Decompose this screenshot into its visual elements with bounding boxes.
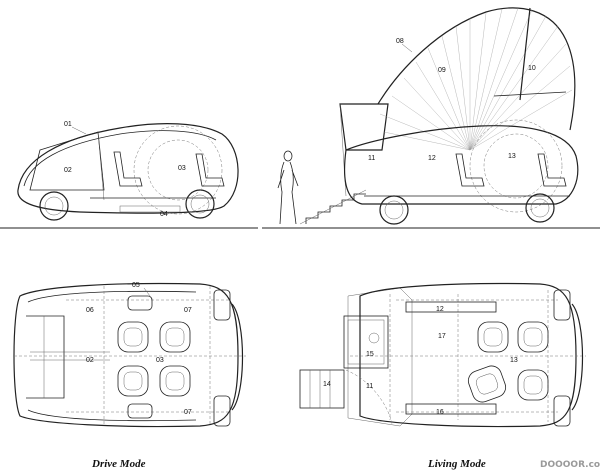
- label-08: 08: [396, 38, 404, 45]
- label-12: 12: [428, 155, 436, 162]
- label-02-plan: 02: [86, 357, 94, 364]
- stairs: [299, 189, 367, 225]
- label-17: 17: [438, 333, 446, 340]
- label-11-plan: 11: [366, 383, 373, 390]
- label-03-plan: 03: [156, 357, 164, 364]
- caption-living-mode: Living Mode: [427, 458, 486, 470]
- living-plan-seats: [467, 321, 549, 403]
- roof-fan-lines: [379, 7, 573, 151]
- drive-mode-plan-view: 05 06 07 02 03 07: [13, 282, 246, 428]
- label-10: 10: [528, 65, 536, 72]
- label-09: 09: [438, 67, 446, 74]
- label-13-plan: 13: [510, 357, 518, 364]
- label-03: 03: [178, 165, 186, 172]
- human-figure: [277, 150, 299, 225]
- label-02: 02: [64, 167, 72, 174]
- label-11: 11: [368, 155, 375, 162]
- label-16: 16: [436, 409, 444, 416]
- drive-mode-side-view: 01 02 03 04: [0, 121, 258, 229]
- label-01: 01: [64, 121, 72, 128]
- label-04: 04: [160, 211, 168, 218]
- label-12-plan: 12: [436, 306, 444, 313]
- caption-drive-mode: Drive Mode: [91, 458, 146, 470]
- label-07-bottom: 07: [184, 409, 192, 416]
- label-05: 05: [132, 282, 140, 289]
- drive-plan-seats: [117, 321, 191, 397]
- watermark: DOOOOR.com: [540, 460, 600, 470]
- label-06: 06: [86, 307, 94, 314]
- label-13: 13: [508, 153, 516, 160]
- living-mode-side-view: 08 09 10 11 12 13: [262, 7, 600, 229]
- label-14: 14: [323, 381, 331, 388]
- label-07-top: 07: [184, 307, 192, 314]
- plan-stairs: [299, 369, 345, 409]
- label-15: 15: [366, 351, 374, 358]
- living-mode-plan-view: 12 17 15 13 14 11 16: [299, 282, 586, 428]
